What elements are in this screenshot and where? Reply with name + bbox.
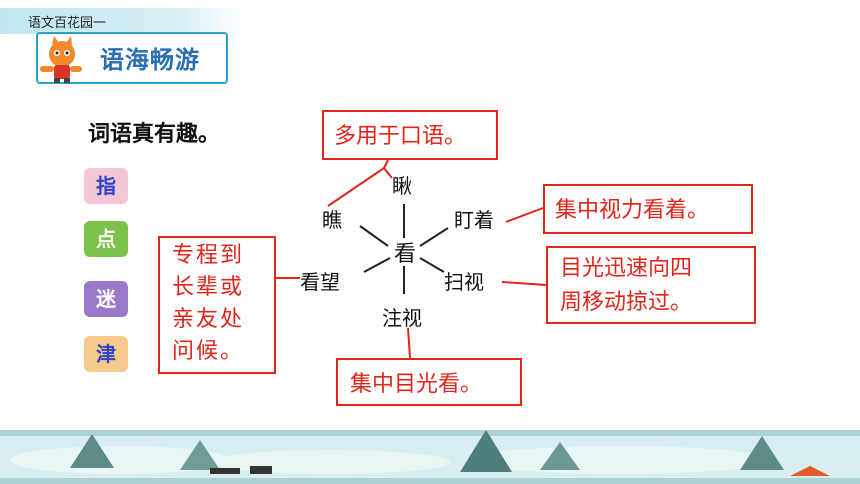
note-text: 集中视力看着。 xyxy=(555,198,710,223)
breadcrumb: 语文百花园一 xyxy=(28,16,107,31)
word-zhushi: 注视 xyxy=(382,306,422,330)
note-line: 问候。 xyxy=(172,339,245,364)
top-breadcrumb-bar: 语文百花园一 xyxy=(0,8,250,34)
note-line: 亲友处 xyxy=(172,307,245,332)
section-header: 语海畅游 xyxy=(36,32,228,84)
note-box-left: 专程到 长辈或 亲友处 问候。 xyxy=(158,236,276,374)
center-word: 看 xyxy=(394,242,417,267)
note-box-bottom: 集中目光看。 xyxy=(336,358,522,406)
mascot-icon xyxy=(40,36,82,83)
page-subtitle: 词语真有趣。 xyxy=(88,122,221,147)
winter-landscape-footer xyxy=(0,430,860,484)
tip-button-jin[interactable]: 津 xyxy=(84,336,128,372)
note-line: 专程到 xyxy=(172,243,245,268)
tip-button-dian[interactable]: 点 xyxy=(84,221,128,257)
note-box-right-upper: 集中视力看着。 xyxy=(543,184,753,234)
tip-button-mi[interactable]: 迷 xyxy=(84,281,128,317)
word-chou: 瞅 xyxy=(392,174,412,198)
tip-button-zhi[interactable]: 指 xyxy=(84,168,128,204)
word-kanwang: 看望 xyxy=(300,270,340,294)
note-box-top: 多用于口语。 xyxy=(322,110,498,160)
note-line: 目光迅速向四 xyxy=(560,256,693,281)
note-box-right-lower: 目光迅速向四 周移动掠过。 xyxy=(546,246,756,324)
word-saoshi: 扫视 xyxy=(444,270,484,294)
word-qiao: 瞧 xyxy=(322,208,342,232)
note-line: 长辈或 xyxy=(172,275,245,300)
section-title: 语海畅游 xyxy=(100,46,200,74)
note-text: 多用于口语。 xyxy=(334,124,467,149)
word-dingzhe: 盯着 xyxy=(454,208,494,232)
note-line: 周移动掠过。 xyxy=(560,290,693,315)
note-text: 集中目光看。 xyxy=(350,372,483,397)
